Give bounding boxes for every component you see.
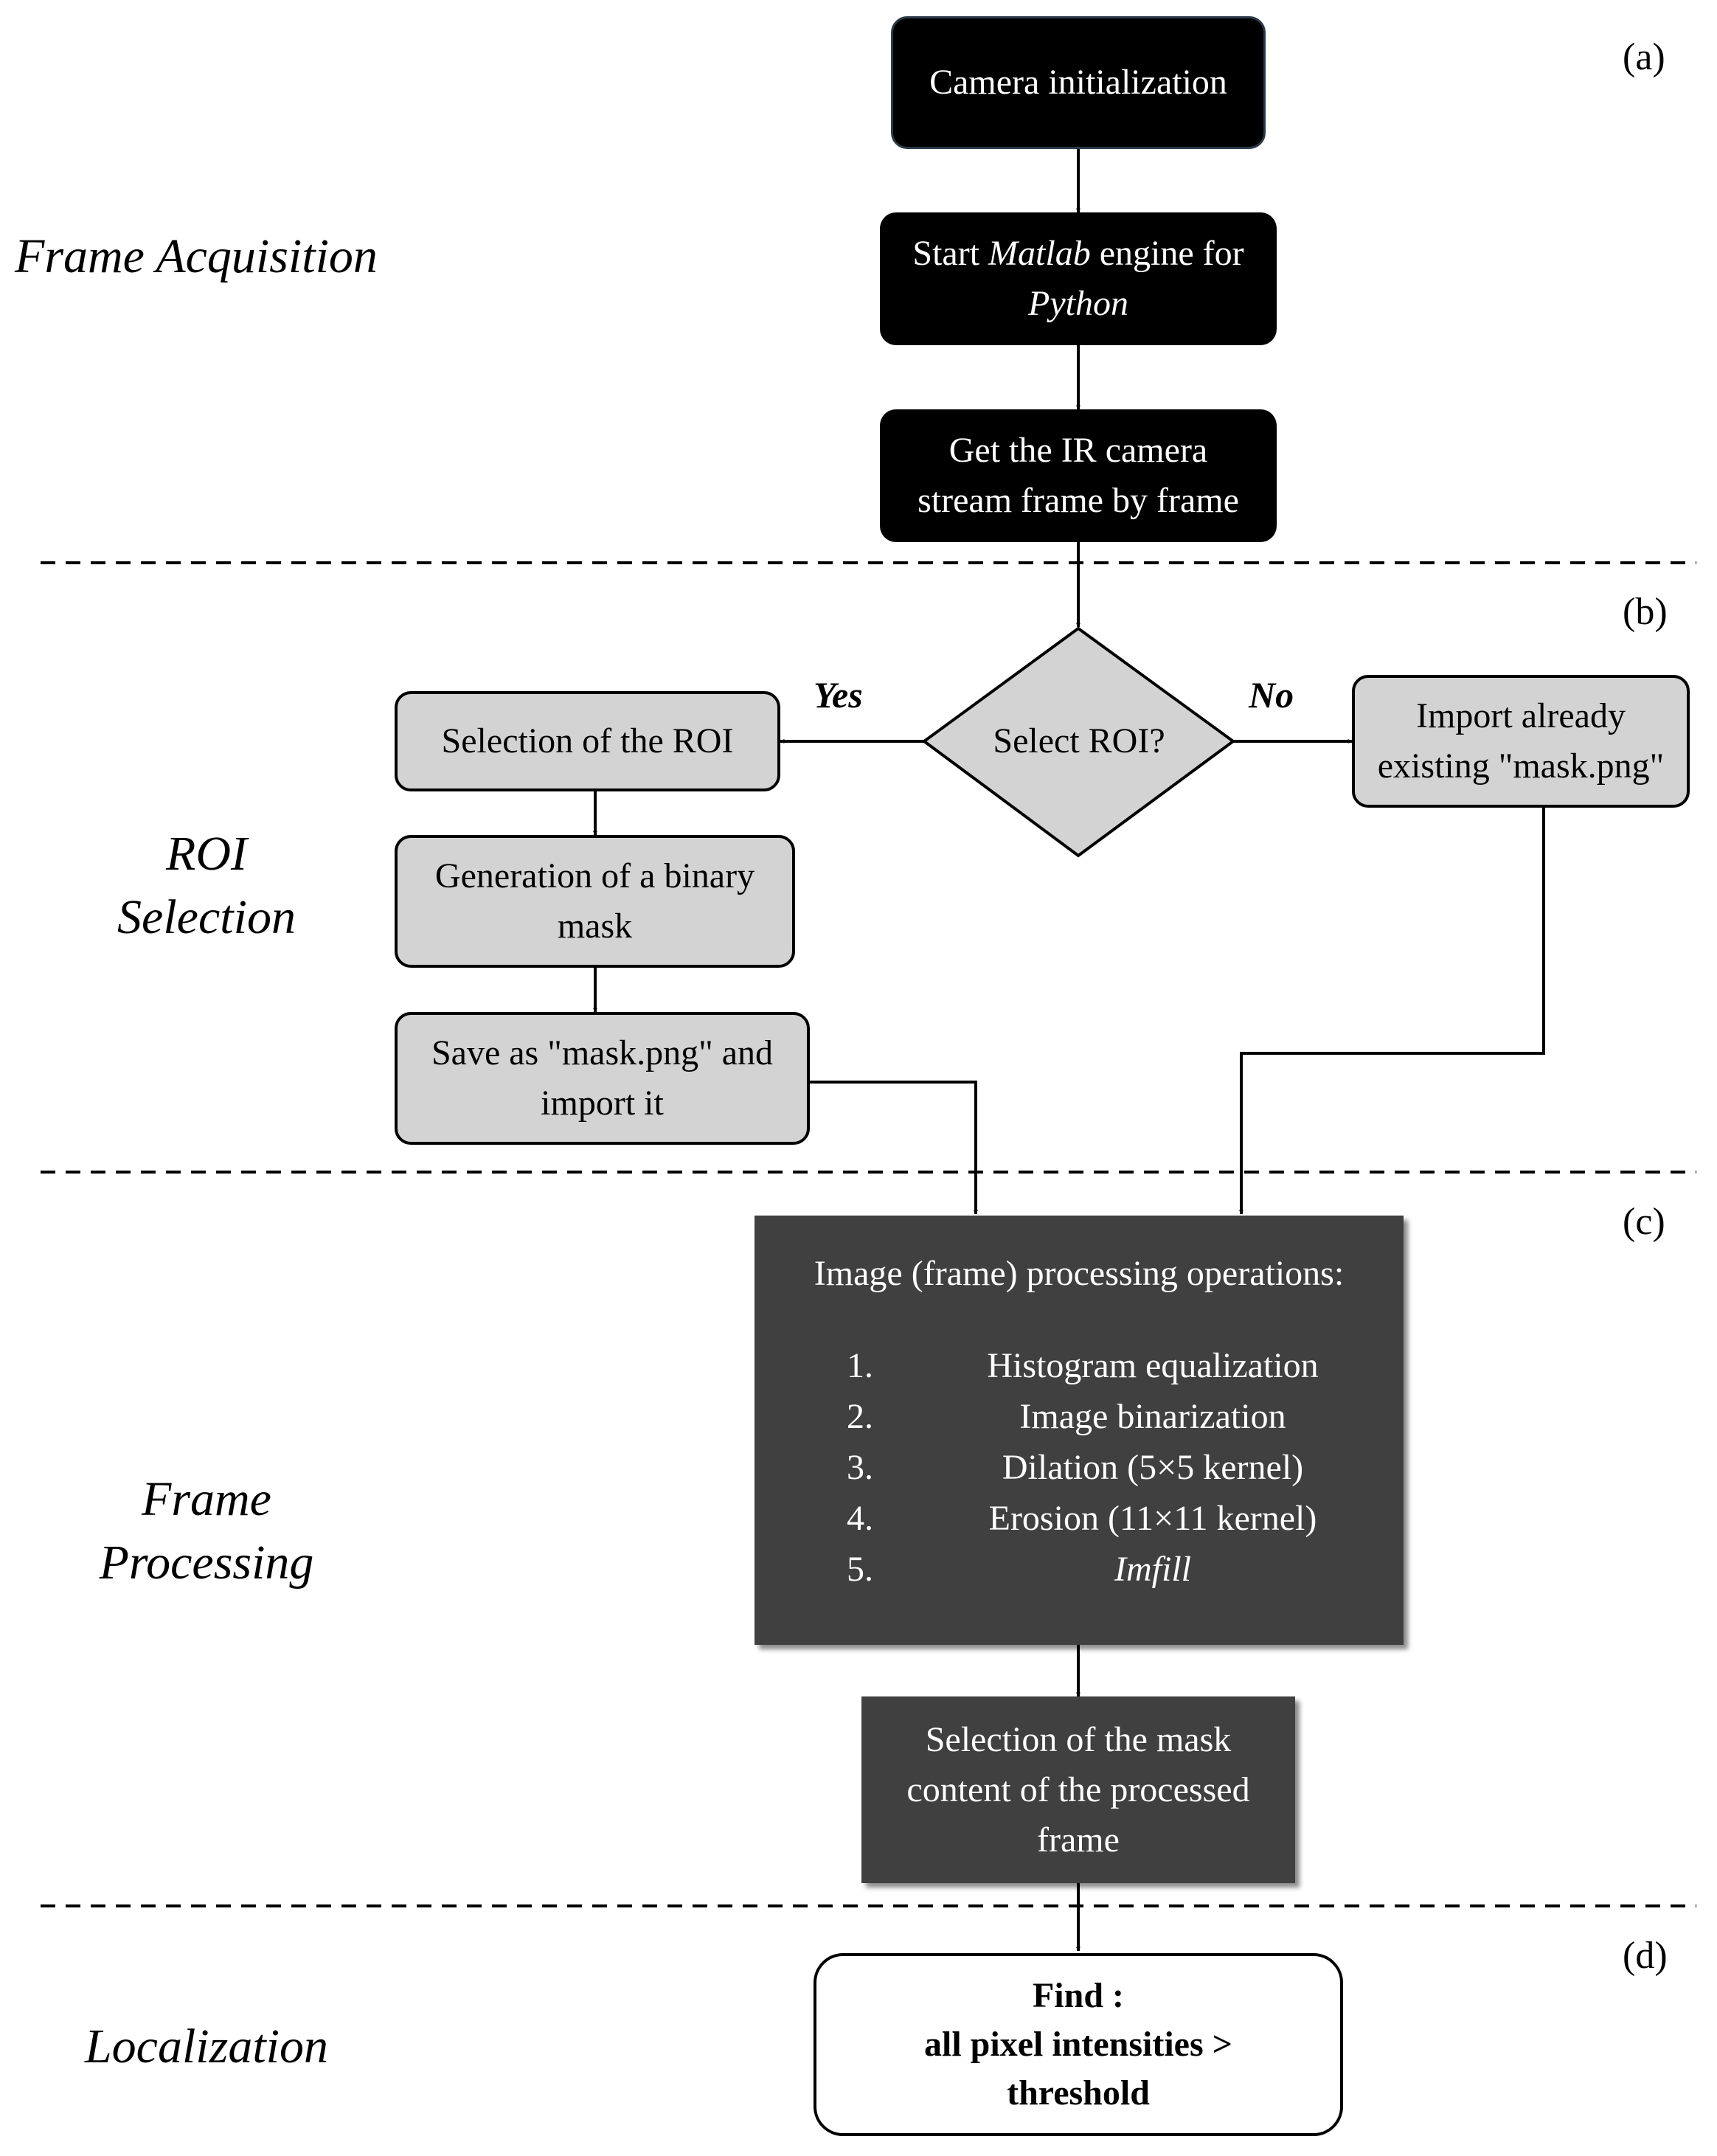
processing-step: 5. Imfill bbox=[755, 1545, 1404, 1595]
box-text: all pixel intensities > bbox=[923, 2025, 1233, 2064]
box-text: Get the IR camera bbox=[948, 431, 1208, 470]
box-text: threshold bbox=[1007, 2073, 1150, 2112]
section-label-line: ROI bbox=[166, 827, 247, 881]
panel-tag-c: (c) bbox=[1623, 1201, 1665, 1243]
section-label-localization: Localization bbox=[59, 2015, 354, 2079]
step-number: 2. bbox=[847, 1397, 873, 1436]
processing-step: 1. Histogram equalization bbox=[755, 1341, 1404, 1392]
section-label-line: Localization bbox=[84, 2020, 329, 2073]
camera-initialization-box: Camera initialization bbox=[891, 16, 1266, 149]
branch-label-no: No bbox=[1249, 674, 1294, 715]
matlab-engine-box: Start Matlab engine for Python bbox=[880, 212, 1277, 345]
section-label-roi-selection: ROI Selection bbox=[59, 822, 354, 949]
box-text: import it bbox=[541, 1084, 664, 1123]
box-text-part: Start bbox=[912, 234, 989, 273]
arrow-import-to-processing bbox=[1239, 808, 1545, 1215]
step-text: Image binarization bbox=[1019, 1397, 1286, 1436]
box-text: Find : bbox=[1032, 1976, 1125, 2015]
import-mask-box: Import already existing "mask.png" bbox=[1352, 675, 1690, 808]
step-text: Imfill bbox=[1114, 1550, 1191, 1589]
panel-tag-a: (a) bbox=[1623, 36, 1665, 78]
section-label-line: Selection bbox=[117, 890, 296, 944]
branch-label-yes: Yes bbox=[814, 674, 863, 715]
section-label-frame-acquisition: Frame Acquisition bbox=[15, 225, 428, 288]
section-label-line: Frame Acquisition bbox=[15, 229, 378, 283]
processing-step: 3. Dilation (5×5 kernel) bbox=[755, 1443, 1404, 1494]
box-text: content of the processed bbox=[906, 1769, 1250, 1809]
processing-operations-box: Image (frame) processing operations: 1. … bbox=[755, 1216, 1404, 1645]
processing-steps-list: 1. Histogram equalization 2. Image binar… bbox=[755, 1341, 1404, 1595]
section-label-frame-processing: Frame Processing bbox=[59, 1468, 354, 1595]
mask-content-box: Selection of the mask content of the pro… bbox=[861, 1696, 1295, 1883]
box-text: existing "mask.png" bbox=[1377, 746, 1665, 786]
binary-mask-box: Generation of a binary mask bbox=[395, 835, 795, 968]
find-threshold-box: Find : all pixel intensities > threshold bbox=[814, 1953, 1343, 2136]
step-text: Histogram equalization bbox=[987, 1346, 1319, 1385]
box-text: mask bbox=[557, 907, 633, 946]
python-label: Python bbox=[1028, 284, 1128, 323]
processing-title: Image (frame) processing operations: bbox=[814, 1254, 1345, 1293]
processing-step: 4. Erosion (11×11 kernel) bbox=[755, 1494, 1404, 1545]
step-number: 5. bbox=[847, 1550, 873, 1589]
box-text: Start Matlab engine for bbox=[912, 229, 1243, 279]
box-text: Generation of a binary bbox=[434, 856, 755, 895]
step-text: Dilation (5×5 kernel) bbox=[1002, 1448, 1304, 1487]
ir-stream-box: Get the IR camera stream frame by frame bbox=[880, 409, 1277, 542]
step-number: 1. bbox=[847, 1346, 873, 1385]
panel-tag-d: (d) bbox=[1623, 1935, 1668, 1977]
select-roi-decision-label: Select ROI? bbox=[993, 721, 1165, 760]
select-roi-decision bbox=[921, 626, 1236, 858]
step-text: Erosion (11×11 kernel) bbox=[988, 1499, 1317, 1538]
selection-of-roi-box: Selection of the ROI bbox=[395, 691, 780, 791]
box-text: Selection of the ROI bbox=[441, 721, 734, 760]
save-mask-box: Save as "mask.png" and import it bbox=[395, 1012, 810, 1145]
processing-step: 2. Image binarization bbox=[755, 1392, 1404, 1443]
box-text: frame bbox=[1037, 1820, 1120, 1859]
step-number: 4. bbox=[847, 1499, 873, 1538]
box-text: Camera initialization bbox=[929, 63, 1227, 102]
section-label-line: Frame bbox=[142, 1472, 271, 1526]
box-text: Import already bbox=[1416, 696, 1626, 735]
box-text-part: engine for bbox=[1090, 234, 1244, 273]
section-label-line: Processing bbox=[99, 1536, 314, 1590]
box-text: Selection of the mask bbox=[925, 1719, 1232, 1759]
box-text: stream frame by frame bbox=[918, 481, 1239, 520]
matlab-label: Matlab bbox=[988, 234, 1091, 273]
arrow-save-to-processing bbox=[810, 1081, 978, 1215]
box-text: Save as "mask.png" and bbox=[431, 1033, 774, 1072]
step-number: 3. bbox=[847, 1448, 873, 1487]
panel-tag-b: (b) bbox=[1623, 591, 1668, 633]
